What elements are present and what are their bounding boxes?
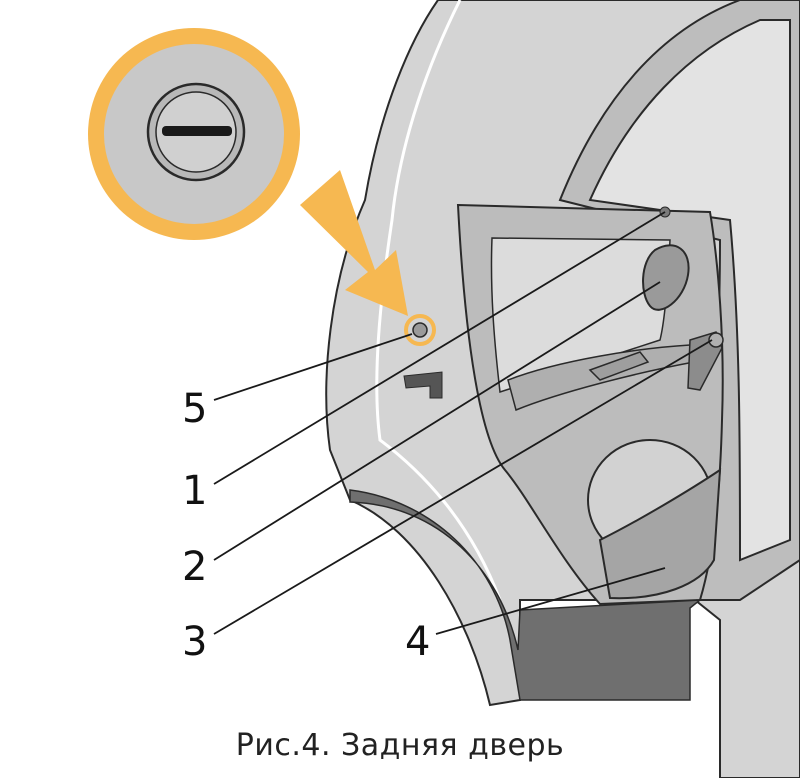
child-lock-highlight <box>404 314 436 346</box>
window-frame <box>588 19 791 562</box>
pull-handle <box>588 351 650 381</box>
leader-lines <box>213 211 713 635</box>
leader-line-2 <box>213 281 661 561</box>
leader-line-1 <box>213 211 666 485</box>
leader-line-4 <box>435 567 666 635</box>
inner-door-handle <box>642 244 690 311</box>
callout-4: 4 <box>405 619 430 665</box>
pointer-arrow <box>300 170 408 316</box>
leader-line-3 <box>213 339 713 635</box>
callout-2: 2 <box>182 544 207 590</box>
window-winder-knob <box>708 332 724 348</box>
leader-line-5 <box>213 333 413 401</box>
door-seal <box>349 489 703 701</box>
callout-1: 1 <box>182 468 207 514</box>
magnified-lock-slot <box>162 126 232 136</box>
callout-5: 5 <box>182 386 207 432</box>
callout-3: 3 <box>182 619 207 665</box>
door-striker <box>403 371 443 399</box>
figure-caption: Рис.4. Задняя дверь <box>235 728 565 763</box>
child-lock-slot <box>412 322 428 338</box>
door-pocket <box>598 468 722 600</box>
